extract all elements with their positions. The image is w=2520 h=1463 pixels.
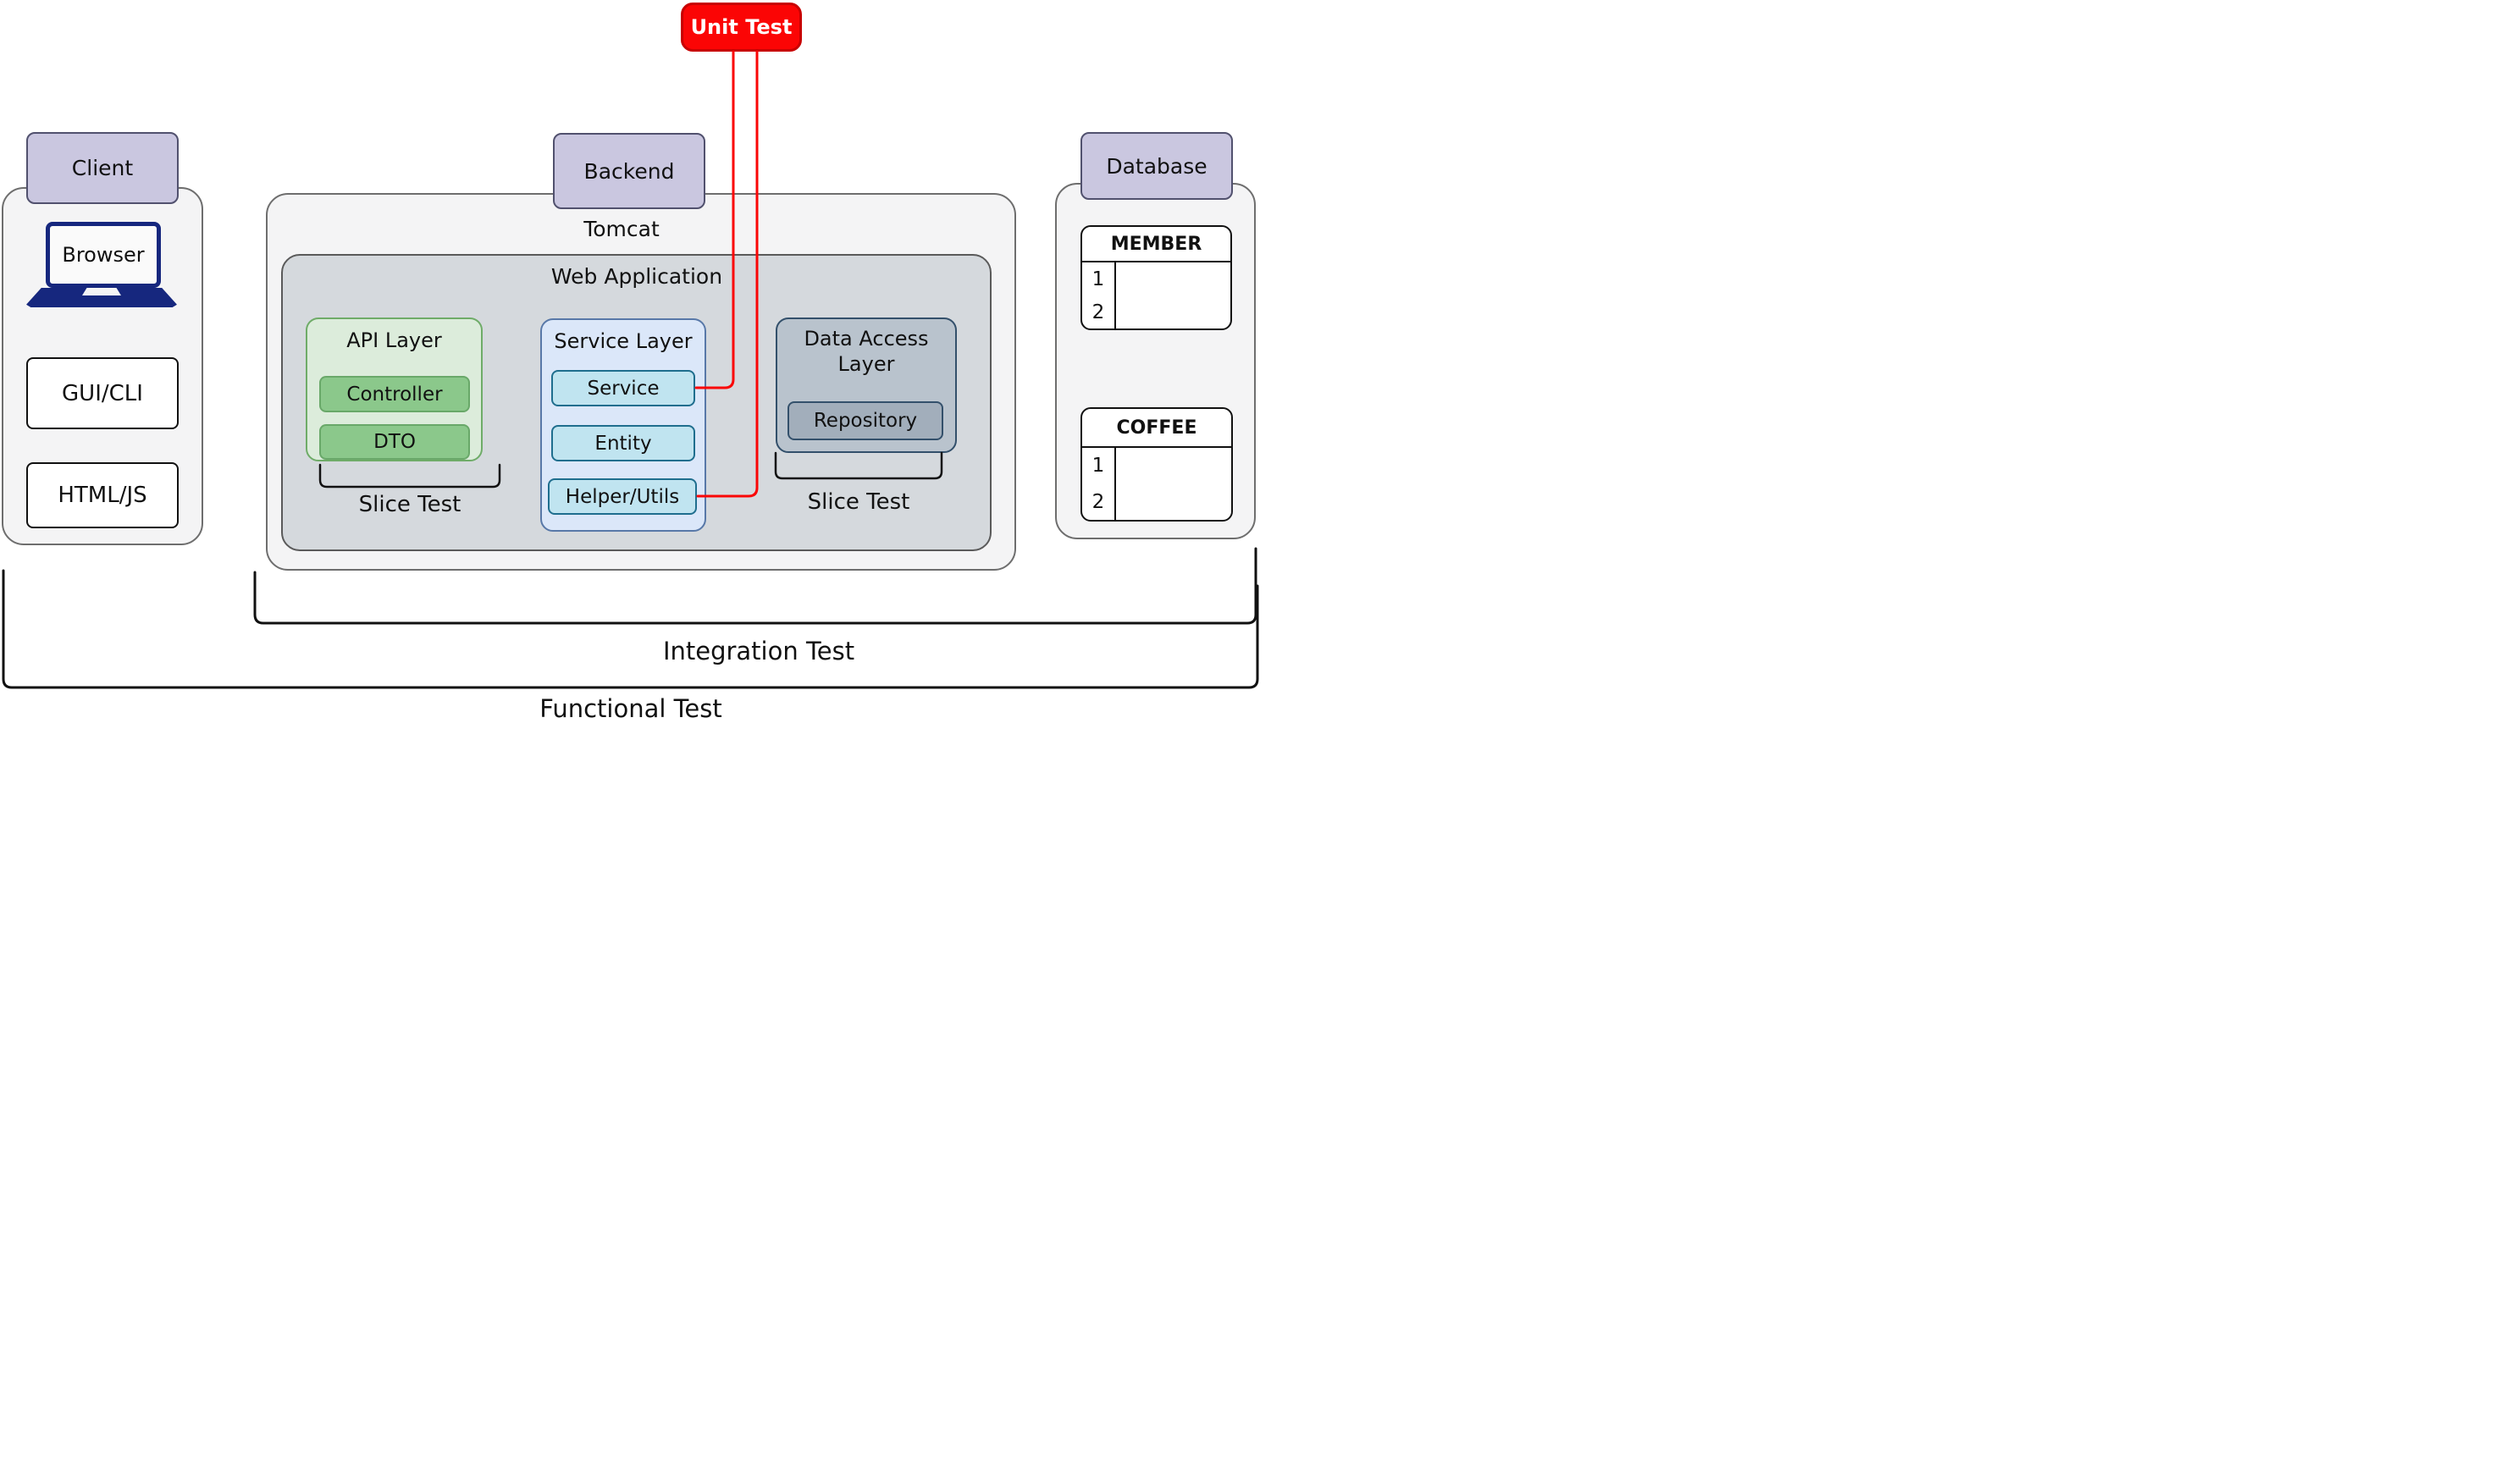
functional-test-bracket: [2, 569, 1259, 689]
coffee-table: COFFEE 1 2: [1080, 407, 1233, 522]
laptop-base-icon: [26, 288, 177, 307]
gui-cli-box: GUI/CLI: [26, 357, 179, 429]
unit-test-badge: Unit Test: [681, 3, 802, 52]
data-access-layer-title: Data Access Layer: [804, 327, 929, 376]
client-label: Client: [26, 132, 179, 204]
gui-cli-label: GUI/CLI: [62, 380, 143, 406]
service-layer-title: Service Layer: [554, 329, 693, 353]
laptop-icon: Browser: [46, 222, 161, 288]
dto-box: DTO: [319, 424, 470, 460]
member-row-1: 1: [1091, 268, 1105, 290]
member-empty-cells: [1116, 262, 1230, 328]
database-label-text: Database: [1106, 153, 1208, 179]
slice-test-api-label: Slice Test: [358, 492, 461, 517]
api-layer-title: API Layer: [346, 328, 442, 352]
html-js-box: HTML/JS: [26, 462, 179, 528]
coffee-row-numbers: 1 2: [1082, 448, 1116, 520]
browser-label: Browser: [62, 243, 145, 267]
member-row-numbers: 1 2: [1082, 262, 1116, 328]
coffee-table-title: COFFEE: [1082, 409, 1231, 448]
service-box: Service: [551, 370, 695, 406]
tomcat-title: Tomcat: [583, 217, 660, 241]
html-js-label: HTML/JS: [58, 483, 147, 508]
backend-label: Backend: [553, 133, 705, 209]
webapp-title: Web Application: [550, 264, 723, 289]
client-label-text: Client: [71, 156, 134, 180]
helper-utils-box: Helper/Utils: [548, 478, 697, 515]
integration-test-label: Integration Test: [662, 637, 855, 665]
controller-box: Controller: [319, 376, 470, 412]
entity-box: Entity: [551, 425, 695, 461]
member-table: MEMBER 1 2: [1080, 225, 1232, 330]
slice-test-dal-label: Slice Test: [807, 489, 910, 515]
architecture-test-diagram: Client Browser GUI/CLI HTML/JS Backend T…: [0, 0, 1260, 732]
coffee-empty-cells: [1116, 448, 1231, 520]
database-label: Database: [1080, 132, 1233, 200]
repository-box: Repository: [788, 401, 943, 440]
functional-test-label: Functional Test: [539, 694, 722, 723]
backend-label-text: Backend: [583, 158, 675, 184]
coffee-row-2: 2: [1091, 490, 1105, 513]
laptop-notch: [82, 288, 121, 295]
member-row-2: 2: [1091, 301, 1105, 323]
member-table-title: MEMBER: [1082, 227, 1230, 262]
coffee-row-1: 1: [1091, 455, 1105, 478]
